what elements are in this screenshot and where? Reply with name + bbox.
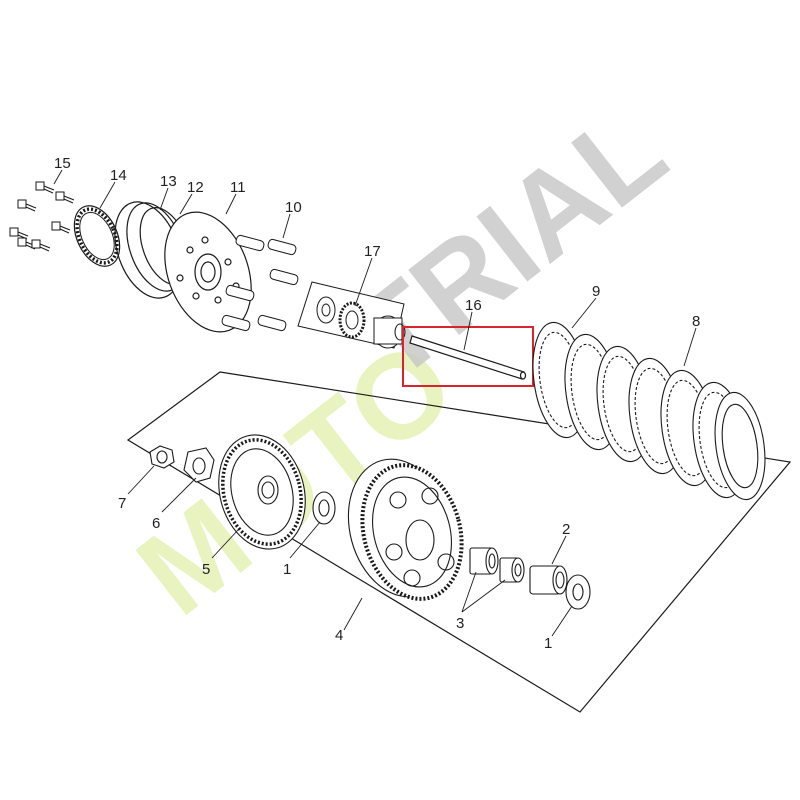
callout-5: 5 (202, 561, 210, 578)
callout-7: 7 (118, 495, 126, 512)
part-3-needle-bearings (469, 547, 525, 583)
callout-15: 15 (54, 155, 71, 172)
callout-4: 4 (335, 627, 343, 644)
part-7-nut (149, 445, 175, 469)
callout-1-lower: 1 (544, 635, 552, 652)
part-15-screws (9, 181, 75, 252)
callout-labels: 15 14 13 12 11 10 17 16 9 8 7 6 5 1 4 3 … (54, 155, 700, 652)
part-4-clutch-basket (347, 458, 464, 601)
callout-16: 16 (465, 297, 482, 314)
part-8-9-clutch-plates (532, 321, 766, 501)
part-10-pins (221, 234, 299, 332)
part-16-push-rod (409, 335, 527, 380)
part-2-bushing (529, 565, 568, 595)
callout-9: 9 (592, 283, 600, 300)
part-11-pressure-plate (164, 211, 252, 333)
watermark-right: TRIAL (329, 82, 690, 405)
part-5-clutch-hub (218, 434, 306, 550)
part-1-washer-lower (565, 574, 591, 610)
part-17-bearing-set (297, 281, 406, 349)
callout-3: 3 (456, 615, 464, 632)
callout-6: 6 (152, 515, 160, 532)
callout-12: 12 (187, 179, 204, 196)
callout-11: 11 (230, 179, 246, 196)
callout-17: 17 (364, 243, 381, 260)
callout-8: 8 (692, 313, 700, 330)
part-1-washer-upper (312, 491, 336, 525)
callout-1-upper: 1 (283, 561, 291, 578)
callout-14: 14 (110, 167, 127, 184)
callout-10: 10 (285, 199, 302, 216)
part-6-lock-washer (183, 447, 215, 483)
callout-2: 2 (562, 521, 570, 538)
part-14-bearing (73, 205, 121, 267)
leader-lines (53, 169, 697, 637)
callout-13: 13 (160, 173, 177, 190)
